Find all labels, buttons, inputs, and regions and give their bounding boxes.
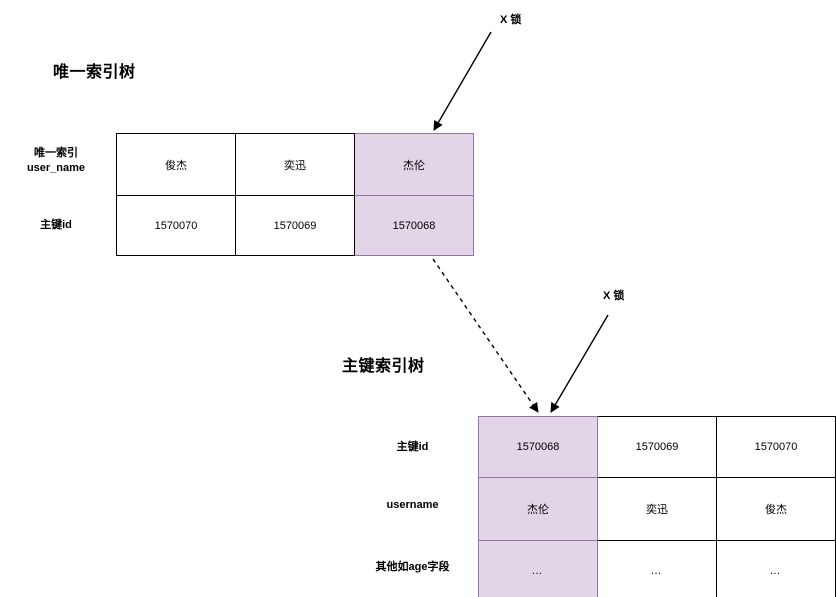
cell-unique-id-2: 1570068	[354, 195, 474, 256]
unique-index-tree-title: 唯一索引树	[53, 64, 136, 81]
cell-unique-id-1: 1570069	[235, 195, 355, 256]
cell-primary-other-1: …	[597, 540, 717, 597]
table-row: … … …	[478, 540, 836, 597]
primary-index-tree-table: 1570068 1570069 1570070 杰伦 奕迅 俊杰 … … …	[478, 416, 836, 597]
cell-primary-other-2: …	[716, 540, 836, 597]
unique-index-tree-table: 俊杰 奕迅 杰伦 1570070 1570069 1570068	[116, 133, 474, 256]
table-row: 1570068 1570069 1570070	[478, 416, 836, 478]
unique-tree-row-label-line1: 唯一索引	[34, 147, 78, 159]
cell-primary-username-0: 杰伦	[478, 477, 598, 541]
unique-tree-row-label-line2: user_name	[26, 162, 86, 174]
x-lock-annotation-top: X 锁	[500, 14, 522, 26]
table-row: 俊杰 奕迅 杰伦	[116, 133, 474, 196]
cell-unique-name-0: 俊杰	[116, 133, 236, 196]
cell-unique-name-1: 奕迅	[235, 133, 355, 196]
table-row: 1570070 1570069 1570068	[116, 195, 474, 256]
x-lock-annotation-bottom: X 锁	[603, 290, 625, 302]
primary-index-tree-title: 主键索引树	[342, 358, 425, 375]
cell-primary-id-2: 1570070	[716, 416, 836, 478]
primary-tree-row-label-primary-id: 主键id	[396, 441, 429, 453]
unique-tree-row-label-primary-id: 主键id	[40, 219, 72, 231]
cell-primary-username-2: 俊杰	[716, 477, 836, 541]
primary-tree-row-label-other-fields: 其他如age字段	[375, 561, 450, 573]
cell-unique-id-0: 1570070	[116, 195, 236, 256]
cell-primary-username-1: 奕迅	[597, 477, 717, 541]
arrow-unique-to-primary-dashed	[432, 258, 539, 413]
unique-tree-row-label-user-name: 唯一索引 user_name	[0, 146, 112, 176]
cell-unique-name-2: 杰伦	[354, 133, 474, 196]
table-row: 杰伦 奕迅 俊杰	[478, 477, 836, 541]
arrow-xlock-to-unique-cell	[433, 31, 492, 131]
cell-primary-other-0: …	[478, 540, 598, 597]
primary-tree-row-label-username: username	[386, 499, 439, 511]
cell-primary-id-0: 1570068	[478, 416, 598, 478]
cell-primary-id-1: 1570069	[597, 416, 717, 478]
arrow-xlock-to-primary-cell	[550, 314, 609, 413]
